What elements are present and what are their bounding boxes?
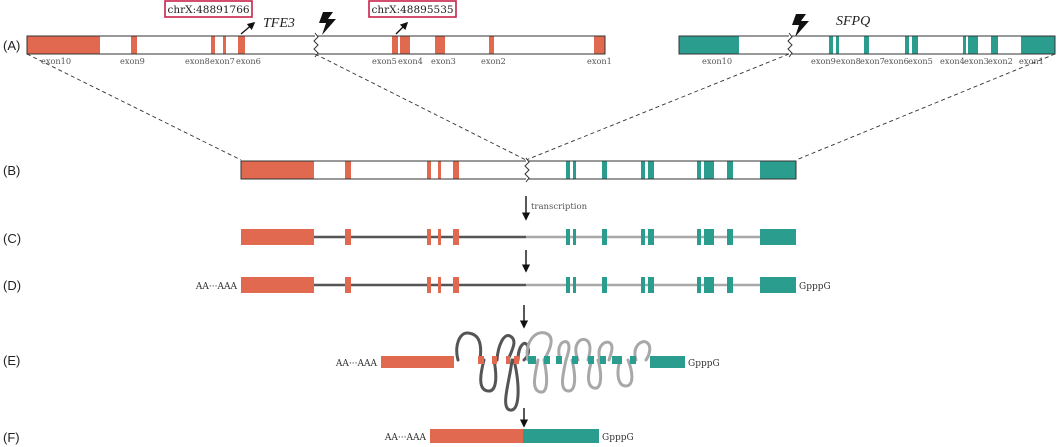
sfpq-exon-label: exon10 [702,56,732,66]
tfe3-exon-label: exon8 [185,56,210,66]
sfpq-exon7 [864,36,869,54]
sfpq-exon1 [1021,36,1055,54]
sfpq-exon-label: exon8 [836,56,861,66]
row-label-c: (C) [3,231,21,246]
coord-label-left: chrX:48891766 [167,4,249,16]
tfe3-exon-label: exon4 [398,56,423,66]
tfe3-exon9 [131,36,137,54]
sfpq-exon-label: exon5 [908,56,933,66]
tfe3-exon6 [238,36,245,54]
lightning-bolt-icon [319,12,336,35]
sfpq-exon-label: exon6 [884,56,909,66]
coord-callout-right: chrX:48895535 [368,0,457,35]
sfpq-exon10 [679,36,739,54]
sfpq-exon9 [829,36,833,54]
cap-label-d: GpppG [799,282,831,292]
tfe3-exon7 [223,36,226,54]
sfpq-exon4 [963,36,966,54]
mature-transcript [430,429,599,443]
sfpq-exon-label: exon1 [1019,56,1044,66]
tfe3-exon-label: exon1 [587,56,612,66]
row-label-d: (D) [3,278,21,293]
tfe3-exon-label: exon10 [41,56,71,66]
poly-a-tail-d: AA···AAA [195,282,238,292]
cap-label-f: GpppG [602,433,634,443]
tfe3-exon8 [211,36,215,54]
sfpq-exon5 [912,36,918,54]
cap-label-e: GpppG [688,359,720,369]
row-label-a: (A) [3,38,20,53]
tfe3-gene-label: TFE3 [263,16,295,31]
sfpq-exon-label: exon7 [860,56,885,66]
sfpq-gene-label: SFPQ [836,14,870,29]
row-label-b: (B) [3,163,20,178]
tfe3-exon-label: exon6 [236,56,261,66]
mature-tfe3-segment [430,429,523,443]
sfpq-exon8 [836,36,839,54]
pre-mrna [241,229,796,245]
processed-mrna [241,277,796,293]
tfe3-exon-label: exon3 [431,56,456,66]
tfe3-exon2 [489,36,494,54]
tfe3-exon1 [594,36,605,54]
lightning-bolt-icon [792,14,809,37]
poly-a-tail-e: AA···AAA [335,359,378,369]
tfe3-breakpoint-squiggle [313,32,319,58]
sfpq-exon-label: exon9 [811,56,836,66]
sfpq-exon-label: exon2 [988,56,1013,66]
mature-sfpq-segment [523,429,599,443]
tfe3-exon5 [392,36,398,54]
mapping-lines [26,53,1056,161]
tfe3-exon-label: exon9 [120,56,145,66]
sfpq-gene [678,32,1056,58]
row-label-e: (E) [3,353,20,368]
sfpq-breakpoint-squiggle [787,32,793,58]
transcription-label: transcription [531,202,588,212]
tfe3-exon-label: exon5 [372,56,397,66]
tfe3-exon-label: exon2 [481,56,506,66]
sfpq-exon-label: exon3 [964,56,989,66]
spliced-exons-e [381,356,685,368]
tfe3-gene [26,32,606,58]
tfe3-exon3 [435,36,445,54]
coord-callout-left: chrX:48891766 [164,0,256,35]
row-label-f: (F) [3,430,20,445]
tfe3-exon-label: exon7 [210,56,235,66]
tfe3-exon10 [27,36,100,54]
sfpq-exon2 [991,36,998,54]
splicing-loops [455,331,652,412]
sfpq-exon6 [905,36,909,54]
tfe3-exon4 [400,36,410,54]
sfpq-exon-label: exon4 [940,56,965,66]
coord-label-right: chrX:48895535 [371,4,453,16]
sfpq-exon3 [968,36,978,54]
poly-a-tail-f: AA···AAA [384,433,427,443]
fusion-gene [240,157,797,183]
